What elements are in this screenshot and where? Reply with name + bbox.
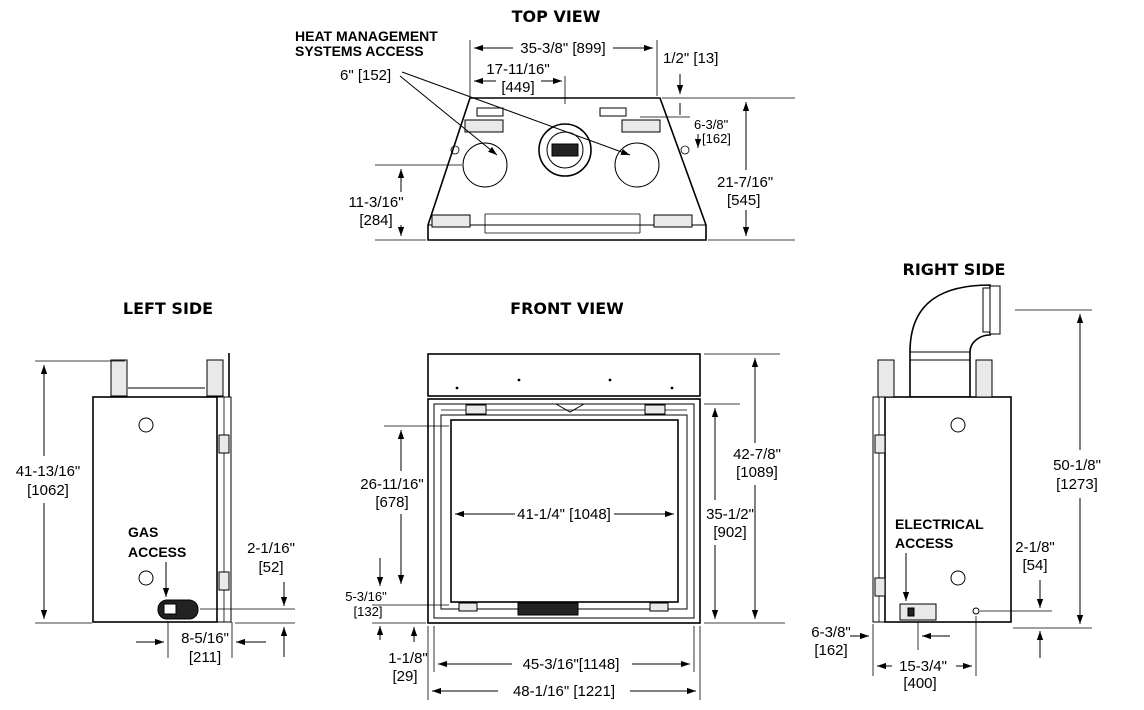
hms-access-panel-right	[621, 119, 661, 133]
dim-elec-depth: 6-3/8"	[811, 624, 851, 641]
standoff-left-2	[206, 359, 224, 397]
dim-elec-height-metric: [54]	[1022, 557, 1047, 574]
mount-bracket-right	[653, 214, 693, 228]
dim-top-rear-depth: 6-3/8"	[694, 117, 729, 132]
dim-gas-height: 2-1/16"	[247, 540, 295, 557]
dim-gas-offset-metric: [211]	[189, 649, 221, 666]
dim-gas-offset: 8-5/16"	[181, 630, 229, 647]
hms-access-panel-left	[464, 119, 504, 133]
dim-left-height: 41-13/16"	[16, 463, 81, 480]
vent-elbow	[909, 284, 991, 398]
collar-circle-right	[614, 142, 660, 188]
dim-top-depth: 21-7/16"	[717, 174, 773, 191]
standoff-right-2	[975, 359, 993, 398]
dim-opening-height: 35-1/2"	[706, 506, 754, 523]
front-view-title: FRONT VIEW	[510, 299, 624, 318]
dim-left-height-metric: [1062]	[27, 482, 69, 499]
standoff-right-1	[877, 359, 895, 398]
mount-bracket-left	[431, 214, 471, 228]
front-frame	[427, 398, 701, 624]
left-side-body	[92, 353, 232, 623]
dim-top-half-width: 17-11/16"	[486, 61, 549, 78]
hood-panel	[427, 353, 701, 397]
dim-overall-height-metric: [1089]	[736, 464, 778, 481]
dim-elec-depth-metric: [162]	[814, 642, 847, 659]
dim-vent-height-metric: [284]	[359, 212, 392, 229]
standoff-left-1	[110, 359, 128, 397]
dim-overall-height: 42-7/8"	[733, 446, 781, 463]
electrical-junction-box	[899, 603, 937, 621]
dim-top-depth-metric: [545]	[727, 192, 760, 209]
dim-overall-width: 48-1/16" [1221]	[513, 683, 615, 700]
gas-callout-line1: GAS	[128, 524, 158, 540]
front-view-body	[427, 353, 701, 624]
front-view: FRONT VIEW 26-11/16" [678] 4	[345, 299, 785, 700]
dim-collar-diameter: 6" [152]	[340, 67, 391, 84]
dim-elec-height: 2-1/8"	[1015, 539, 1055, 556]
collar-circle-left	[462, 142, 508, 188]
control-compartment	[517, 602, 579, 616]
dim-elec-offset: 15-3/4"	[899, 658, 947, 675]
dim-sill: 5-3/16"	[345, 589, 387, 604]
dim-right-height-metric: [1273]	[1056, 476, 1098, 493]
right-side-title: RIGHT SIDE	[903, 260, 1006, 279]
top-view-body	[427, 97, 707, 241]
left-side-view: LEFT SIDE 41-13/16" [1062] GAS ACCESS	[16, 299, 295, 666]
dim-glass-height: 26-11/16"	[360, 476, 423, 493]
dim-right-height: 50-1/8"	[1053, 457, 1101, 474]
dim-glass-width: 41-1/4" [1048]	[517, 506, 611, 523]
dim-frame-width: 45-3/16"[1148]	[523, 656, 620, 673]
vent-collar	[538, 123, 592, 177]
dim-elec-offset-metric: [400]	[903, 675, 936, 692]
dim-glass-height-metric: [678]	[375, 494, 408, 511]
right-side-view: RIGHT SIDE 50-1/8" [1273]	[811, 260, 1101, 692]
dim-gas-height-metric: [52]	[258, 559, 283, 576]
right-side-body	[872, 284, 1012, 623]
top-view-title: TOP VIEW	[512, 7, 601, 26]
dim-top-width: 35-3/8" [899]	[520, 40, 605, 57]
dim-base-metric: [29]	[392, 668, 417, 685]
hms-callout-line2: SYSTEMS ACCESS	[295, 43, 424, 59]
dim-top-half-width-metric: [449]	[501, 79, 534, 96]
gas-callout-line2: ACCESS	[128, 544, 186, 560]
dim-base: 1-1/8"	[388, 650, 428, 667]
dim-opening-height-metric: [902]	[713, 524, 746, 541]
hms-callout-line1: HEAT MANAGEMENT	[295, 28, 438, 44]
electrical-callout-line2: ACCESS	[895, 535, 953, 551]
dim-top-rear-depth-metric: [162]	[702, 131, 731, 146]
dim-sill-metric: [132]	[354, 604, 383, 619]
glass-opening	[450, 419, 679, 603]
dim-top-offset: 1/2" [13]	[663, 50, 718, 67]
vent-grille	[551, 143, 579, 157]
top-view: TOP VIEW 35-3/8" [899]	[295, 7, 795, 241]
left-side-title: LEFT SIDE	[123, 299, 213, 318]
electrical-callout-line1: ELECTRICAL	[895, 516, 984, 532]
dim-vent-height: 11-3/16"	[348, 194, 403, 211]
